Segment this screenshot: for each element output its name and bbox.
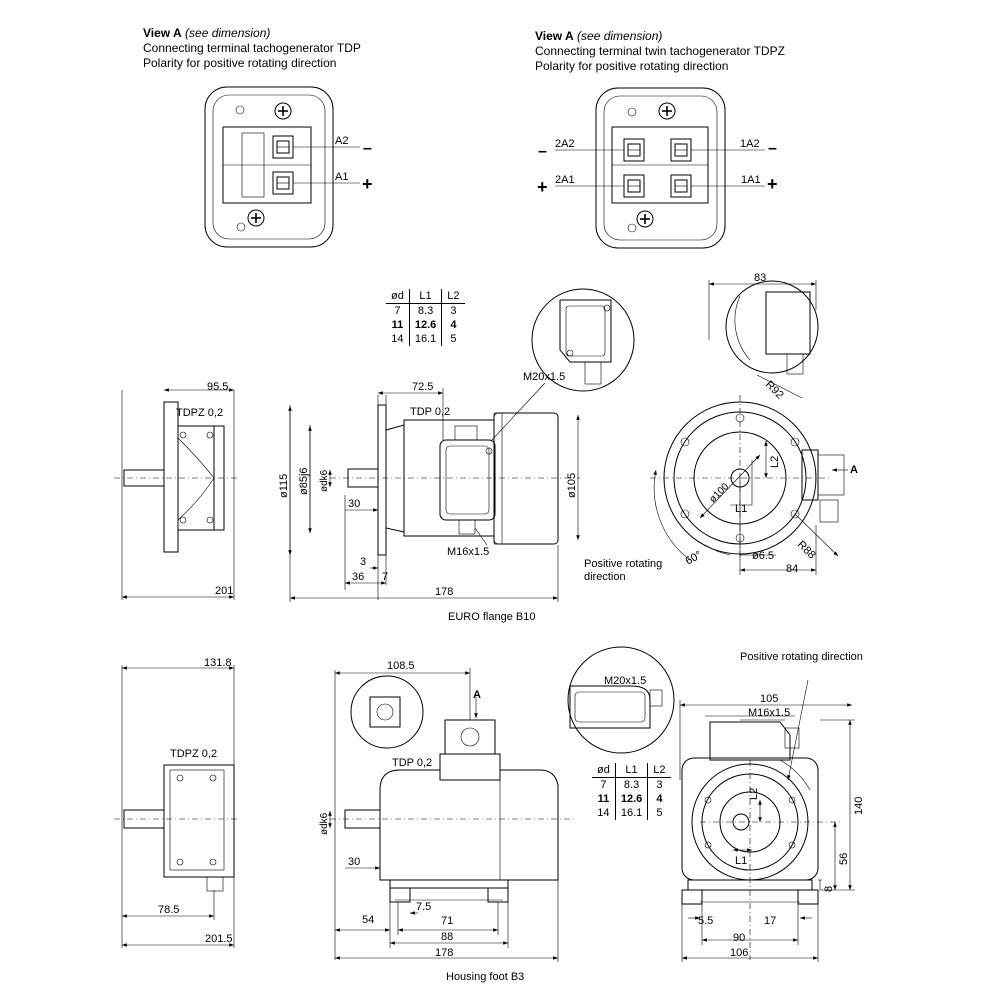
view-a-tdp-header: View A (see dimension) Connecting termin… — [143, 26, 361, 71]
flange-dim-r92: R92 — [763, 379, 786, 402]
flange-dim-6-5: ø6.5 — [752, 550, 774, 562]
flange-dim-84: 84 — [786, 563, 798, 575]
flange-dim-72-5: 72.5 — [412, 381, 433, 393]
view-a-tdp-title: View A — [143, 26, 182, 40]
foot-dim-131-8: 131.8 — [204, 657, 232, 669]
view-a-tdp-line1: Connecting terminal tachogenerator TDP — [143, 41, 361, 55]
flange-label-m20: M20x1.5 — [523, 371, 565, 383]
foot-dim-78-5: 78.5 — [158, 904, 179, 916]
flange-label-l2: L2 — [769, 456, 781, 468]
flange-dim-36: 36 — [352, 571, 364, 583]
flange-dim-105: ø105 — [566, 473, 578, 498]
flange-dim-95-5: 95.5 — [207, 381, 228, 393]
flange-label-l1: L1 — [735, 503, 747, 515]
foot-dim-105: 105 — [760, 693, 778, 705]
flange-dim-3: 3 — [360, 556, 366, 568]
foot-tdpz-side-view — [114, 665, 240, 948]
foot-dim-201-5: 201.5 — [205, 933, 233, 945]
flange-dim-30: 30 — [348, 498, 360, 510]
tdpz-sign-left-plus: + — [537, 177, 548, 197]
foot-pos-dir: Positive rotating direction — [740, 651, 863, 663]
foot-dim-54: 54 — [362, 914, 374, 926]
foot-dim-17: 17 — [764, 915, 776, 927]
flange-dim-85: ø85j6 — [298, 467, 310, 495]
foot-dim-106: 106 — [730, 947, 748, 959]
tdp-sign-plus: + — [362, 174, 373, 194]
flange-front-view — [650, 280, 848, 575]
foot-caption: Housing foot B3 — [446, 971, 524, 983]
flange-dim-115: ø115 — [278, 474, 290, 498]
foot-label-tdpz: TDPZ 0,2 — [170, 748, 217, 760]
tdpz-terminal-1a1: 1A1 — [741, 174, 761, 186]
flange-main-side-view — [288, 388, 580, 602]
flange-dim-201: 201 — [215, 585, 233, 597]
view-a-tdpz-line1: Connecting terminal twin tachogenerator … — [535, 44, 785, 58]
foot-dim-88: 88 — [441, 931, 453, 943]
foot-label-tdp: TDP 0,2 — [392, 757, 432, 769]
tdpz-sign-left-minus: – — [538, 143, 547, 160]
terminal-box-tdpz — [555, 87, 765, 249]
flange-dim-178: 178 — [435, 586, 453, 598]
foot-dim-30: 30 — [348, 856, 360, 868]
foot-dim-140: 140 — [853, 797, 865, 815]
tdpz-sign-right-minus: – — [768, 140, 777, 157]
foot-dim-8: 8 — [823, 886, 835, 892]
flange-dim-100: ø100 — [707, 481, 731, 505]
foot-dim-71: 71 — [441, 915, 453, 927]
flange-pos-dir-line2: direction — [584, 571, 626, 583]
flange-detail-circle — [490, 288, 635, 442]
foot-label-m16: M16x1.5 — [748, 707, 790, 719]
flange-label-tdpz: TDPZ 0,2 — [176, 407, 223, 419]
foot-dim-56: 56 — [838, 853, 850, 865]
flange-label-tdp: TDP 0,2 — [410, 406, 450, 418]
tdp-terminal-a1: A1 — [335, 171, 348, 183]
flange-dim-83: 83 — [754, 272, 766, 284]
tdpz-terminal-2a1: 2A1 — [555, 174, 575, 186]
view-a-tdpz-note: (see dimension) — [577, 29, 663, 43]
foot-main-side-view — [328, 668, 575, 962]
flange-pos-dir-line1: Positive rotating — [584, 558, 662, 570]
flange-caption: EURO flange B10 — [448, 611, 535, 623]
foot-dim-dk6: ødk6 — [319, 812, 330, 835]
terminal-box-tdp — [204, 86, 360, 248]
foot-dim-108-5: 108.5 — [387, 660, 415, 672]
foot-dim-5-5: 5.5 — [698, 915, 713, 927]
tdpz-terminal-2a2: 2A2 — [555, 138, 575, 150]
view-a-tdpz-line2: Polarity for positive rotating direction — [535, 59, 729, 73]
tdp-sign-minus: – — [363, 140, 372, 157]
flange-view-a: A — [850, 464, 858, 476]
foot-dim-7-5: 7.5 — [416, 901, 431, 913]
foot-label-l1: L1 — [735, 855, 747, 867]
flange-dim-r88: R88 — [795, 539, 818, 562]
view-a-tdpz-title: View A — [535, 29, 574, 43]
flange-dim-dk6: ødk6 — [319, 469, 330, 492]
flange-dim-7: 7 — [382, 571, 388, 583]
flange-label-m16: M16x1.5 — [447, 546, 489, 558]
foot-view-a: A — [473, 689, 481, 701]
flange-tdpz-side-view — [114, 388, 240, 600]
flange-angle-60: 60° — [684, 549, 704, 568]
foot-dim-178: 178 — [435, 947, 453, 959]
view-a-tdp-line2: Polarity for positive rotating direction — [143, 56, 337, 70]
view-a-tdp-note: (see dimension) — [185, 26, 271, 40]
view-a-tdpz-header: View A (see dimension) Connecting termin… — [535, 29, 785, 74]
tdpz-terminal-1a2: 1A2 — [740, 138, 760, 150]
foot-label-l2: L2 — [748, 788, 760, 800]
foot-label-m20: M20x1.5 — [604, 675, 646, 687]
tdpz-sign-right-plus: + — [767, 174, 778, 194]
tdp-terminal-a2: A2 — [335, 135, 348, 147]
foot-dim-90: 90 — [733, 932, 745, 944]
foot-front-view — [567, 646, 855, 962]
